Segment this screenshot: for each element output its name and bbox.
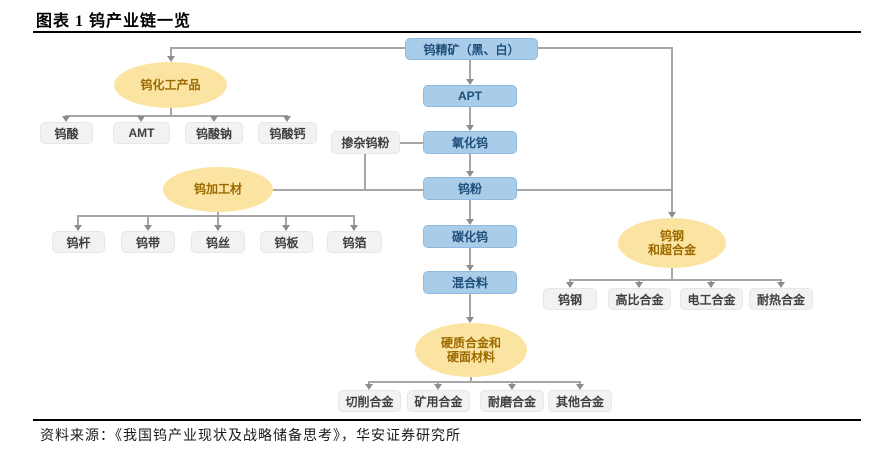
connector-line — [638, 279, 640, 283]
connector-line — [671, 47, 673, 212]
arrow-down-icon — [350, 225, 358, 231]
title-underline — [33, 31, 861, 33]
arrow-down-icon — [282, 225, 290, 231]
figure-title: 图表 1 钨产业链一览 — [36, 13, 192, 30]
connector-line — [78, 215, 354, 217]
arrow-down-icon — [283, 116, 291, 122]
node-amt: AMT — [113, 122, 170, 144]
connector-line — [285, 215, 287, 225]
ellipse-label-line1: 硬质合金和 — [440, 335, 501, 350]
arrow-down-icon — [466, 79, 474, 85]
connector-line — [569, 279, 571, 283]
arrow-down-icon — [434, 384, 442, 390]
connector-line — [517, 189, 672, 191]
source-note: 资料来源：《我国钨产业现状及战略储备思考》，华安证券研究所 — [40, 429, 461, 444]
node-tungsten-processed-material: 钨加工材 — [163, 167, 273, 212]
arrow-down-icon — [508, 384, 516, 390]
connector-line — [469, 60, 471, 79]
ellipse-label-line2: 和超合金 — [647, 243, 696, 257]
arrow-down-icon — [707, 282, 715, 288]
connector-line — [147, 215, 149, 225]
connector-line — [469, 107, 471, 125]
ellipse-label: 钨加工材 — [193, 182, 242, 197]
connector-line — [671, 268, 673, 279]
arrow-down-icon — [466, 317, 474, 323]
arrow-down-icon — [466, 219, 474, 225]
node-heat-resistant-alloy: 耐热合金 — [749, 288, 813, 310]
arrow-down-icon — [777, 282, 785, 288]
connector-line — [469, 294, 471, 317]
arrow-down-icon — [466, 265, 474, 271]
connector-line — [369, 381, 580, 383]
node-mixture: 混合料 — [423, 271, 517, 294]
connector-line — [217, 211, 219, 215]
arrow-down-icon — [74, 225, 82, 231]
connector-line — [217, 215, 219, 225]
footer-divider — [33, 419, 861, 421]
arrow-down-icon — [635, 282, 643, 288]
node-tungsten-concentrate: 钨精矿（黑、白） — [405, 38, 538, 60]
node-tungsten-strip: 钨带 — [121, 231, 175, 253]
connector-line — [353, 215, 355, 225]
node-electrical-alloy: 电工合金 — [680, 288, 743, 310]
arrow-down-icon — [466, 125, 474, 131]
node-tungsten-wire: 钨丝 — [191, 231, 245, 253]
node-tungsten-rod: 钨杆 — [52, 231, 105, 253]
ellipse-label: 钨化工产品 — [140, 77, 201, 92]
connector-line — [171, 47, 405, 49]
node-tungstic-acid: 钨酸 — [40, 122, 93, 144]
connector-line — [170, 108, 172, 115]
connector-line — [469, 154, 471, 171]
ellipse-label-line2: 硬面材料 — [446, 350, 495, 364]
connector-line — [66, 115, 287, 117]
node-high-density-alloy: 高比合金 — [608, 288, 671, 310]
connector-line — [538, 47, 672, 49]
connector-line — [469, 248, 471, 265]
arrow-down-icon — [214, 225, 222, 231]
node-tungsten-carbide: 碳化钨 — [423, 225, 517, 248]
node-tungsten-plate: 钨板 — [260, 231, 313, 253]
node-sodium-tungstate: 钨酸钠 — [185, 122, 243, 144]
connector-line — [511, 381, 513, 385]
arrow-down-icon — [137, 116, 145, 122]
arrow-down-icon — [466, 171, 474, 177]
arrow-down-icon — [210, 116, 218, 122]
connector-line — [780, 279, 782, 283]
node-tungsten-foil: 钨箔 — [327, 231, 382, 253]
node-tungsten-chemical-products: 钨化工产品 — [114, 62, 227, 108]
arrow-down-icon — [576, 384, 584, 390]
connector-line — [437, 381, 439, 385]
node-wear-resistant-alloy: 耐磨合金 — [480, 390, 544, 412]
node-tungsten-steel: 钨钢 — [543, 288, 597, 310]
arrow-down-icon — [167, 56, 175, 62]
arrow-down-icon — [144, 225, 152, 231]
connector-line — [368, 381, 370, 385]
arrow-down-icon — [365, 384, 373, 390]
node-doped-tungsten-powder: 掺杂钨粉 — [331, 131, 400, 154]
node-other-alloy: 其他合金 — [548, 390, 612, 412]
node-cutting-alloy: 切削合金 — [338, 390, 401, 412]
node-hard-alloy-materials: 硬质合金和 硬面材料 — [415, 323, 527, 377]
connector-line — [170, 47, 172, 56]
connector-line — [710, 279, 712, 283]
connector-line — [77, 215, 79, 225]
arrow-down-icon — [566, 282, 574, 288]
connector-line — [364, 154, 366, 189]
connector-line — [400, 142, 423, 144]
connector-line — [470, 377, 472, 381]
node-mining-alloy: 矿用合金 — [407, 390, 470, 412]
node-tungsten-oxide: 氧化钨 — [423, 131, 517, 154]
node-tungsten-powder: 钨粉 — [423, 177, 517, 200]
node-tungsten-steel-superalloy: 钨钢 和超合金 — [618, 218, 726, 268]
ellipse-label-line1: 钨钢 — [659, 228, 684, 243]
node-apt: APT — [423, 85, 517, 107]
arrow-down-icon — [62, 116, 70, 122]
connector-line — [273, 189, 423, 191]
arrow-down-icon — [668, 212, 676, 218]
connector-line — [469, 200, 471, 219]
connector-line — [570, 279, 781, 281]
node-calcium-tungstate: 钨酸钙 — [258, 122, 317, 144]
connector-line — [579, 381, 581, 385]
